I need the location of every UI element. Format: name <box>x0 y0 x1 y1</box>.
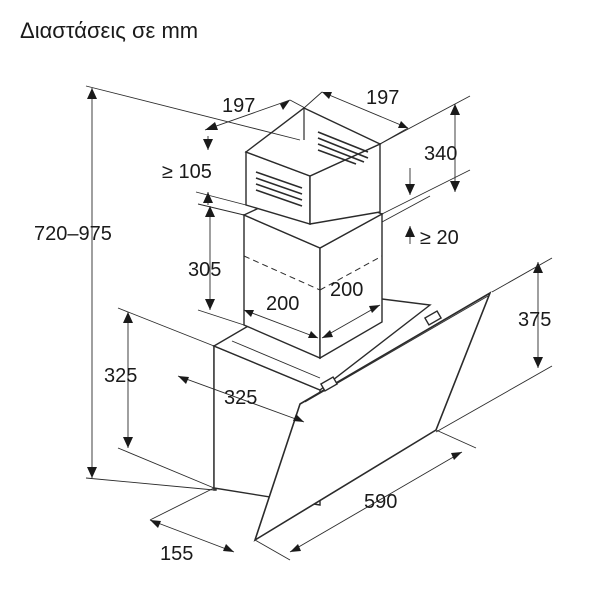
vent-grille-front-icon <box>255 171 303 207</box>
dim-min-overlap: ≥ 105 <box>162 161 212 183</box>
dim-body-depth: 325 <box>224 387 257 409</box>
dim-body-height: 325 <box>104 365 137 387</box>
dim-duct-lower-height: 305 <box>188 259 221 281</box>
dimension-labels: 197 197 340 ≥ 105 ≥ 20 720–975 305 200 2… <box>34 87 551 565</box>
dim-duct-upper-height: 340 <box>424 143 457 165</box>
dimension-lines <box>85 85 553 561</box>
dim-duct-lower-width: 200 <box>266 293 299 315</box>
dim-duct-lower-depth: 200 <box>330 279 363 301</box>
dim-hood-width: 590 <box>364 491 397 513</box>
dim-glass-height: 375 <box>518 309 551 331</box>
page-title: Διαστάσεις σε mm <box>20 18 199 43</box>
hood-outline <box>212 107 492 542</box>
vent-grille-rear-icon <box>317 131 369 165</box>
dim-base-depth: 155 <box>160 543 193 565</box>
dim-duct-width-left: 197 <box>222 95 255 117</box>
dim-min-gap: ≥ 20 <box>420 227 459 249</box>
dim-total-height: 720–975 <box>34 223 112 245</box>
dim-duct-width-right: 197 <box>366 87 399 109</box>
